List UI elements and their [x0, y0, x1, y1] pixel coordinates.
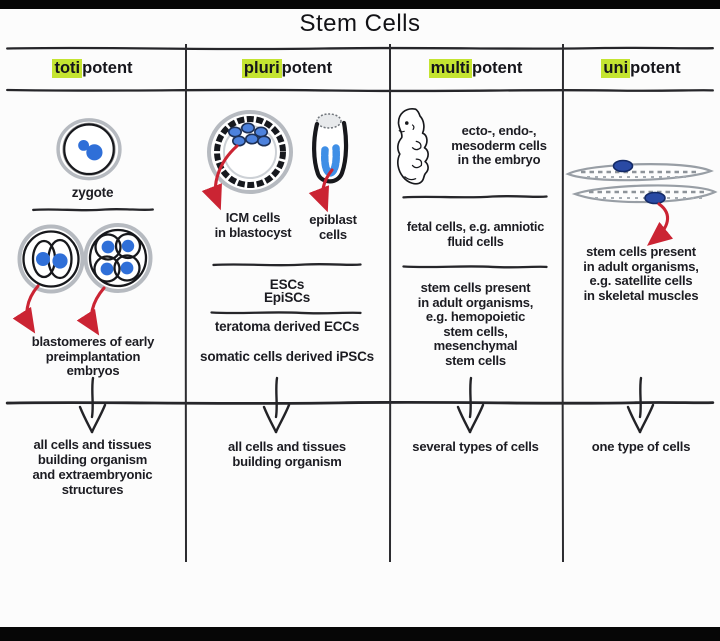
header-text: potent — [472, 58, 523, 77]
outcome-totipotent: all cells and tissues building organism … — [32, 437, 153, 497]
header-bottom-line — [0, 86, 720, 94]
page-title: Stem Cells — [299, 10, 421, 37]
fetal-cells-label: fetal cells, e.g. amniotic fluid cells — [406, 220, 545, 249]
outcome-row-line — [0, 398, 720, 407]
satellite-cell-nucleus — [612, 159, 634, 173]
hand-line-pluripotent-1 — [212, 261, 362, 268]
header-top-line — [0, 44, 720, 52]
red-curved-arrow-icon — [646, 202, 674, 246]
red-curved-arrow-icon — [201, 144, 239, 211]
zygote-label: zygote — [71, 185, 114, 200]
down-arrow-icon — [258, 376, 294, 436]
blastocyst-drawing — [197, 110, 297, 211]
fetus-drawing — [389, 106, 441, 192]
header-highlight: multi — [428, 58, 472, 78]
icm-label: ICM cells in blastocyst — [214, 210, 292, 240]
early-embryos-drawing — [12, 220, 158, 338]
hand-line-pluripotent-2 — [210, 309, 362, 316]
icm-cells — [227, 122, 271, 147]
down-arrow-icon — [452, 376, 488, 436]
esc-episc-label: ESCs EpiSCs — [263, 277, 311, 305]
down-arrow-icon — [622, 376, 658, 436]
red-curved-arrow-icon — [12, 284, 40, 334]
red-curved-arrow-icon — [308, 168, 334, 213]
two-cell-embryo-drawing — [17, 224, 85, 294]
column-divider-1 — [183, 44, 189, 562]
header-text: potent — [630, 58, 681, 77]
hand-line-zygote — [32, 206, 154, 213]
bottom-frame-bar — [0, 627, 720, 641]
header-text: potent — [281, 58, 333, 77]
blastomeres-label: blastomeres of early preimplantation emb… — [31, 334, 155, 378]
epiblast-label: epiblast cells — [309, 212, 357, 242]
adult-stem-cells-label: stem cells present in adult organisms, e… — [417, 280, 534, 368]
zygote-drawing — [55, 117, 123, 183]
somatic-label: somatic cells derived iPSCs — [200, 349, 374, 364]
outcome-pluripotent: all cells and tissues building organism — [228, 439, 346, 469]
satellite-cells-label: stem cells present in adult organisms, e… — [583, 244, 699, 303]
muscle-fibers-drawing — [563, 152, 719, 248]
germ-layers-label: ecto-, endo-, mesoderm cells in the embr… — [451, 123, 547, 167]
outcome-unipotent: one type of cells — [591, 439, 691, 454]
hand-line-multipotent-1 — [402, 193, 548, 200]
column-divider-3 — [560, 44, 566, 562]
column-divider-2 — [387, 44, 393, 562]
down-arrow-icon — [74, 376, 110, 436]
top-frame-bar — [0, 0, 720, 9]
teratoma-label: teratoma derived ECCs — [214, 319, 360, 334]
satellite-cell-nucleus — [644, 191, 666, 205]
outcome-multipotent: several types of cells — [412, 439, 539, 454]
hand-line-multipotent-2 — [402, 263, 548, 270]
header-highlight: toti — [52, 58, 83, 78]
four-cell-embryo-drawing — [83, 223, 153, 293]
header-highlight: pluri — [241, 58, 282, 78]
egg-cylinder-drawing — [301, 112, 357, 213]
header-highlight: uni — [601, 58, 631, 78]
red-curved-arrow-icon — [76, 286, 106, 336]
header-text: potent — [82, 58, 133, 77]
